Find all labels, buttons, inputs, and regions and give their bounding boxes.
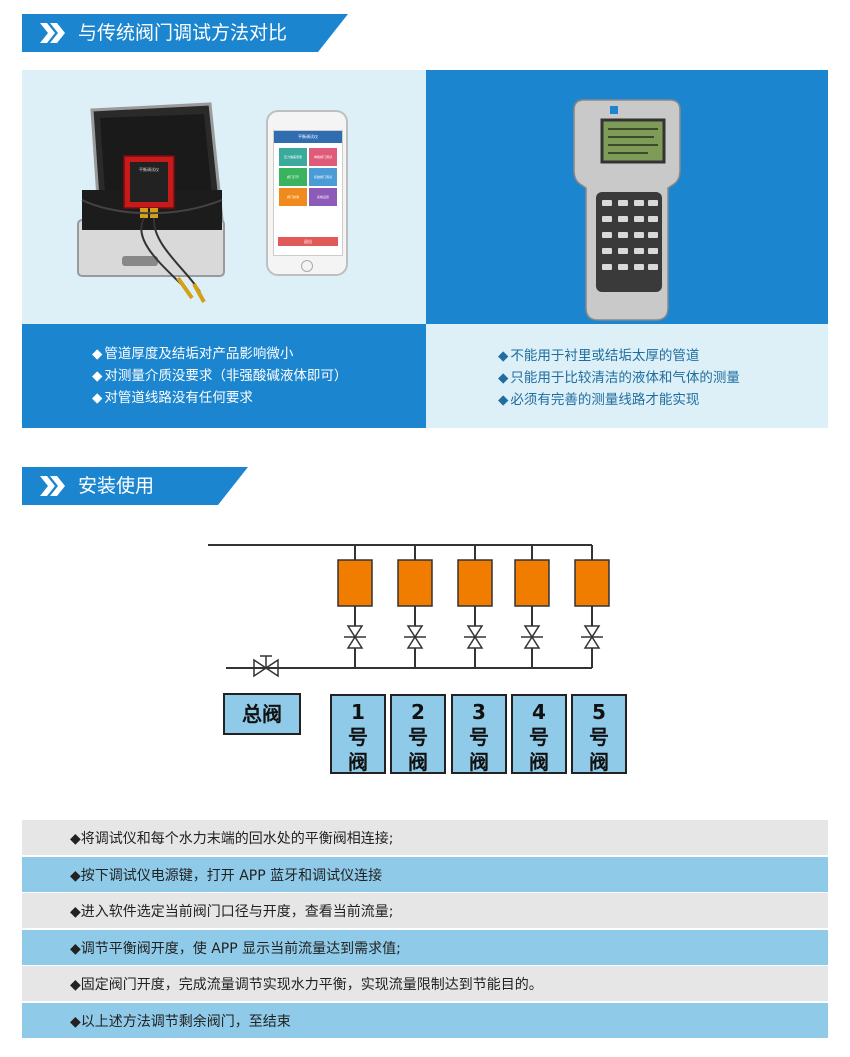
branch-5: [574, 545, 610, 668]
list-item: ◆对管道线路没有任何要求: [92, 387, 347, 409]
diamond-bullet-icon: ◆: [92, 368, 103, 384]
app-title-bar: 平衡调试仪: [274, 131, 342, 143]
app-button[interactable]: 压力偏差测量: [279, 148, 307, 166]
app-button[interactable]: 阀门打开: [279, 168, 307, 186]
app-exit-button[interactable]: 退出: [278, 237, 338, 246]
double-chevron-icon: [40, 476, 66, 496]
balance-valve-icon: [464, 625, 486, 649]
balance-valve-icon: [521, 625, 543, 649]
list-item: ◆只能用于比较清洁的液体和气体的测量: [498, 367, 740, 389]
terminal-unit: [337, 559, 373, 607]
app-button[interactable]: 系统设置: [309, 188, 337, 206]
branch-3: [457, 545, 493, 668]
device-brand-label: 平衡调试仪: [139, 166, 159, 172]
app-button[interactable]: 初始阀门调试: [309, 168, 337, 186]
terminal-unit: [397, 559, 433, 607]
valve-label-5: 5 号 阀: [571, 694, 627, 774]
valve-label-2: 2 号 阀: [390, 694, 446, 774]
step-row: ◆以上述方法调节剩余阀门，至结束: [22, 1002, 828, 1038]
limitations-list: ◆不能用于衬里或结垢太厚的管道 ◆只能用于比较清洁的液体和气体的测量 ◆必须有完…: [426, 324, 828, 428]
double-chevron-icon: [40, 23, 66, 43]
step-row: ◆进入软件选定当前阀门口径与开度，查看当前流量;: [22, 893, 828, 928]
advantages-list: ◆管道厚度及结垢对产品影响微小 ◆对测量介质没要求（非强酸碱液体即可） ◆对管道…: [22, 324, 426, 428]
section-header-compare: 与传统阀门调试方法对比: [22, 14, 348, 52]
balance-debugger-kit-image: 平衡调试仪: [77, 102, 225, 303]
handheld-meter-image: [573, 99, 681, 321]
diamond-bullet-icon: ◆: [498, 348, 509, 364]
branch-4: [514, 545, 550, 668]
new-method-panel: 平衡调试仪 平衡调试仪 压力偏差测量 单独阀门调试 阀门打开 初始阀门调试 阀门…: [22, 70, 426, 324]
diamond-bullet-icon: ◆: [498, 392, 509, 408]
step-row: ◆按下调试仪电源键，打开 APP 蓝牙和调试仪连接: [22, 856, 828, 892]
step-row: ◆固定阀门开度，完成流量调节实现水力平衡，实现流量限制达到节能目的。: [22, 966, 828, 1001]
terminal-unit: [457, 559, 493, 607]
phone-screen: 平衡调试仪 压力偏差测量 单独阀门调试 阀门打开 初始阀门调试 阀门校准 系统设…: [273, 130, 343, 256]
installation-steps: ◆将调试仪和每个水力末端的回水处的平衡阀相连接; ◆按下调试仪电源键，打开 AP…: [22, 820, 828, 1039]
list-item: ◆对测量介质没要求（非强酸碱液体即可）: [92, 365, 347, 387]
terminal-unit: [574, 559, 610, 607]
main-valve-symbol: [253, 655, 279, 678]
branch-1: [337, 545, 373, 668]
valve-label-3: 3 号 阀: [451, 694, 507, 774]
home-button: [301, 260, 313, 272]
valve-label-1: 1 号 阀: [330, 694, 386, 774]
list-item: ◆管道厚度及结垢对产品影响微小: [92, 343, 347, 365]
step-row: ◆将调试仪和每个水力末端的回水处的平衡阀相连接;: [22, 820, 828, 855]
traditional-method-panel: [426, 70, 828, 324]
list-item: ◆不能用于衬里或结垢太厚的管道: [498, 345, 740, 367]
diamond-bullet-icon: ◆: [92, 346, 103, 362]
balance-valve-icon: [344, 625, 366, 649]
section-title: 安装使用: [78, 475, 155, 497]
section-title: 与传统阀门调试方法对比: [78, 22, 288, 44]
balance-valve-icon: [404, 625, 426, 649]
diamond-bullet-icon: ◆: [498, 370, 509, 386]
main-valve-label: 总阀: [223, 693, 301, 735]
app-button[interactable]: 阀门校准: [279, 188, 307, 206]
installation-diagram: [208, 544, 610, 678]
diamond-bullet-icon: ◆: [92, 390, 103, 406]
phone-mockup: 平衡调试仪 压力偏差测量 单独阀门调试 阀门打开 初始阀门调试 阀门校准 系统设…: [266, 110, 348, 276]
branch-2: [397, 545, 433, 668]
list-item: ◆必须有完善的测量线路才能实现: [498, 389, 740, 411]
section-header-install: 安装使用: [22, 467, 248, 505]
valve-label-4: 4 号 阀: [511, 694, 567, 774]
app-button[interactable]: 单独阀门调试: [309, 148, 337, 166]
terminal-unit: [514, 559, 550, 607]
balance-valve-icon: [581, 625, 603, 649]
step-row: ◆调节平衡阀开度，使 APP 显示当前流量达到需求值;: [22, 929, 828, 965]
app-title: 平衡调试仪: [298, 134, 318, 139]
